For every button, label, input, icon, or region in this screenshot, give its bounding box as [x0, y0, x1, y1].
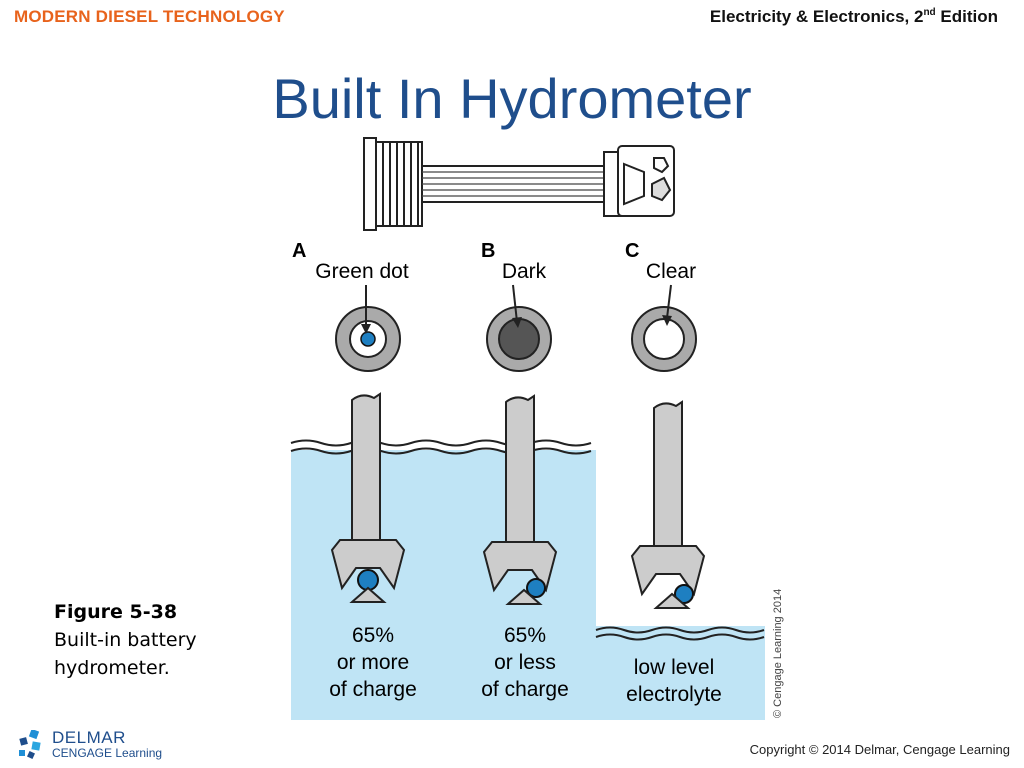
- panel-c-eye: [631, 284, 697, 372]
- panel-a-letter: A: [292, 240, 306, 262]
- caption-line1: Built-in battery: [54, 629, 197, 651]
- hydrometer-side-view: [363, 137, 675, 231]
- edition-sup: nd: [923, 7, 936, 18]
- panel-b-indicator-label: Dark: [502, 260, 547, 283]
- panel-c-state-line2: electrolyte: [626, 683, 722, 706]
- panel-b-probe: [482, 394, 558, 605]
- figure-caption: Figure 5-38 Built-in battery hydrometer.: [54, 598, 197, 682]
- panel-a-state-line1: 65%: [352, 624, 394, 647]
- edition-tail: Edition: [935, 7, 998, 26]
- edition-title: Electricity & Electronics, 2nd Edition: [710, 7, 998, 27]
- logo-subtitle: CENGAGE Learning: [52, 746, 163, 760]
- brand-title: MODERN DIESEL TECHNOLOGY: [14, 7, 285, 26]
- panel-c-letter: C: [625, 240, 639, 262]
- delmar-logo-mark-icon: [19, 730, 41, 759]
- panel-b-letter: B: [481, 240, 495, 262]
- slide-header: MODERN DIESEL TECHNOLOGY Electricity & E…: [0, 0, 1024, 34]
- panel-a-eye: [335, 285, 401, 372]
- panel-b-state-line3: of charge: [481, 678, 569, 701]
- delmar-logo: DELMAR CENGAGE Learning: [14, 728, 194, 762]
- panel-c-indicator-label: Clear: [646, 260, 696, 283]
- copyright-text: Copyright © 2014 Delmar, Cengage Learnin…: [749, 742, 1010, 757]
- panel-a-indicator-label: Green dot: [315, 260, 409, 283]
- logo-name: DELMAR: [52, 728, 126, 747]
- panel-b-state-line1: 65%: [504, 624, 546, 647]
- figure-number: Figure 5-38: [54, 601, 178, 623]
- caption-line2: hydrometer.: [54, 657, 170, 679]
- edition-main: Electricity & Electronics, 2: [709, 7, 924, 26]
- image-credit: © Cengage Learning 2014: [772, 589, 784, 718]
- slide-title: Built In Hydrometer: [272, 67, 752, 130]
- panel-c-state-line1: low level: [634, 656, 715, 679]
- panel-b-eye: [486, 284, 552, 372]
- panel-a-state-line2: or more: [337, 651, 409, 674]
- panel-c-probe: [630, 400, 706, 609]
- panel-b-state-line2: or less: [494, 651, 556, 674]
- panel-a-state-line3: of charge: [329, 678, 417, 701]
- panel-a-probe: [330, 392, 406, 603]
